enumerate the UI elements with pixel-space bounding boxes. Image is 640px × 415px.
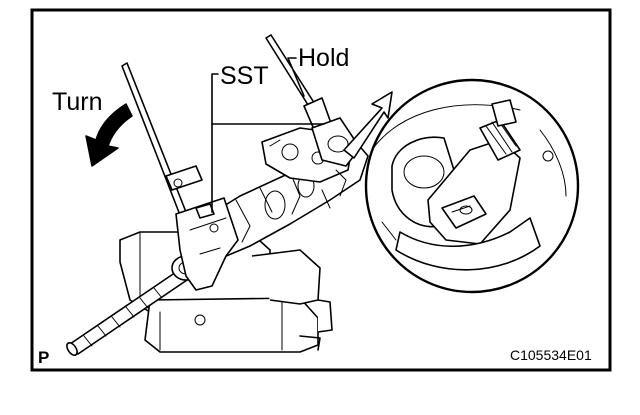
hold-leader-line xyxy=(287,57,305,97)
sst-leader-lines xyxy=(211,73,325,213)
turn-label: Turn xyxy=(52,88,102,116)
turn-arrow xyxy=(85,103,133,167)
diagram-frame xyxy=(30,8,612,372)
figure-code: C105534E01 xyxy=(510,347,592,363)
hold-label: Hold xyxy=(298,44,349,72)
magnified-detail xyxy=(364,78,580,294)
sst-label: SST xyxy=(220,62,269,90)
sst-wrench-left xyxy=(121,62,239,291)
p-marker: P xyxy=(38,348,49,367)
callout-pointer xyxy=(343,91,393,159)
